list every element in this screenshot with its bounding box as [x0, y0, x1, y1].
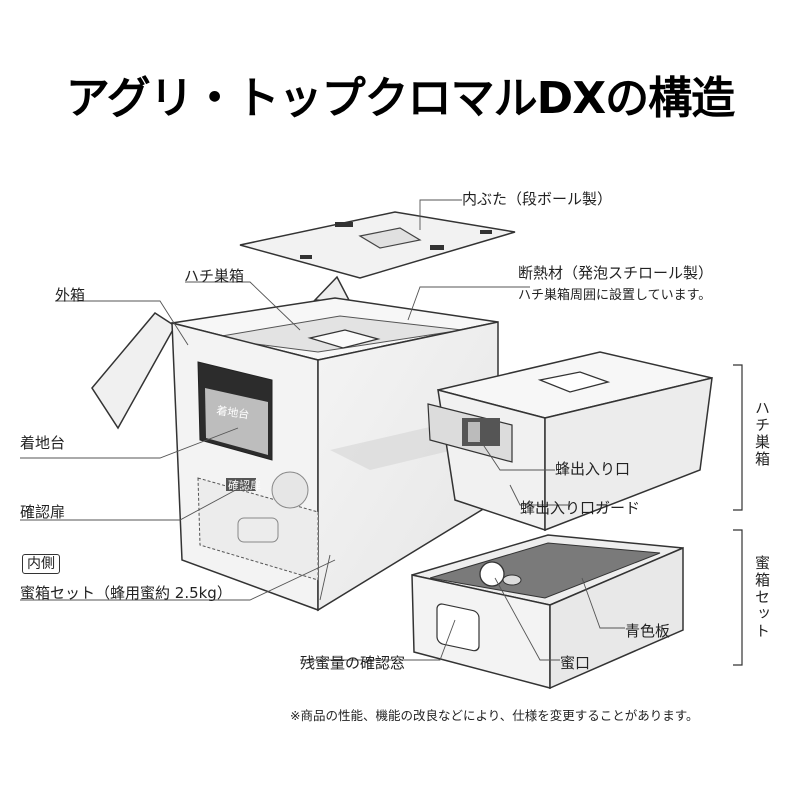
inner-lid-label: 内ぶた（段ボール製） — [462, 190, 613, 208]
hachi-su-bako-label: ハチ巣箱 — [184, 267, 245, 285]
remaining-window-label: 残蜜量の確認窓 — [300, 654, 406, 672]
outer-box: 着地台 確認扉 — [91, 275, 499, 612]
landing-board-label: 着地台 — [20, 434, 66, 452]
bracket-label-nectar: 蜜箱セット — [753, 555, 771, 640]
landing-stamp: 着地台 — [216, 403, 251, 421]
insulation-label: 断熱材（発泡スチロール製） — [518, 264, 714, 282]
entrance-label: 蜂出入り口 — [555, 460, 631, 478]
entrance-guard-label: 蜂出入り口ガード — [520, 499, 641, 517]
page-title: アグリ・トップクロマルDXの構造 — [65, 73, 735, 124]
blue-board-label: 青色板 — [625, 622, 671, 640]
nectar-port-label: 蜜口 — [560, 654, 591, 672]
insulation-note: ハチ巣箱周囲に設置しています。 — [518, 288, 712, 303]
bracket-label-nest: ハチ巣箱 — [753, 400, 771, 468]
nectar-set-label: 蜜箱セット（蜂用蜜約 2.5kg） — [20, 584, 232, 602]
leader-lines — [20, 199, 625, 661]
nectar-box — [411, 534, 684, 690]
bracket-lines — [733, 364, 743, 666]
inner-lid — [239, 211, 516, 279]
check-door-label: 確認扉 — [20, 503, 66, 521]
inside-badge: 内側 — [22, 554, 60, 574]
spec-note: ※商品の性能、機能の改良などにより、仕様を変更することがあります。 — [290, 708, 699, 723]
outer-box-label: 外箱 — [55, 286, 86, 304]
